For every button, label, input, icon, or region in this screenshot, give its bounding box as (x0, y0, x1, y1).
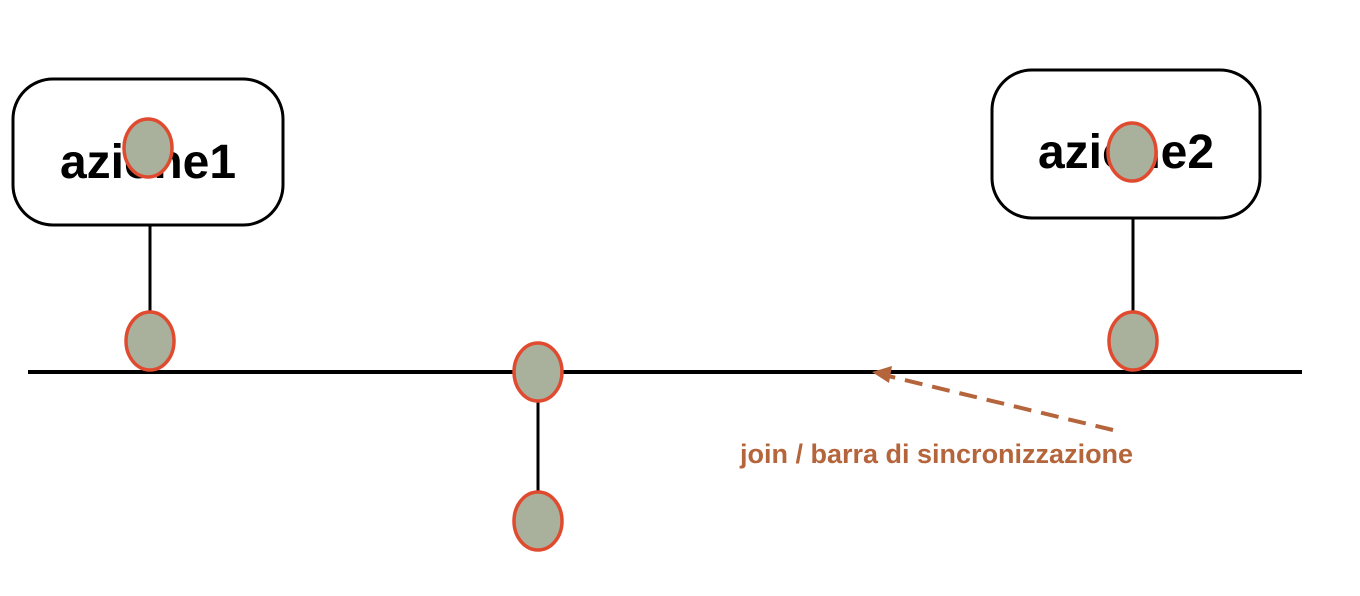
bar-node (512, 341, 564, 403)
action-azione2: azione2 (990, 68, 1262, 220)
annotation-arrow-head (872, 366, 892, 383)
action-azione2-center-node (1106, 121, 1158, 183)
action-azione1-center-node (122, 117, 174, 179)
annotation-label: join / barra di sincronizzazione (739, 439, 1133, 469)
output-node (512, 490, 564, 552)
input-node-left (124, 310, 176, 372)
annotation-arrow-line (887, 374, 1114, 432)
action-azione1: azione1 (11, 77, 285, 227)
input-node-right (1107, 310, 1159, 372)
